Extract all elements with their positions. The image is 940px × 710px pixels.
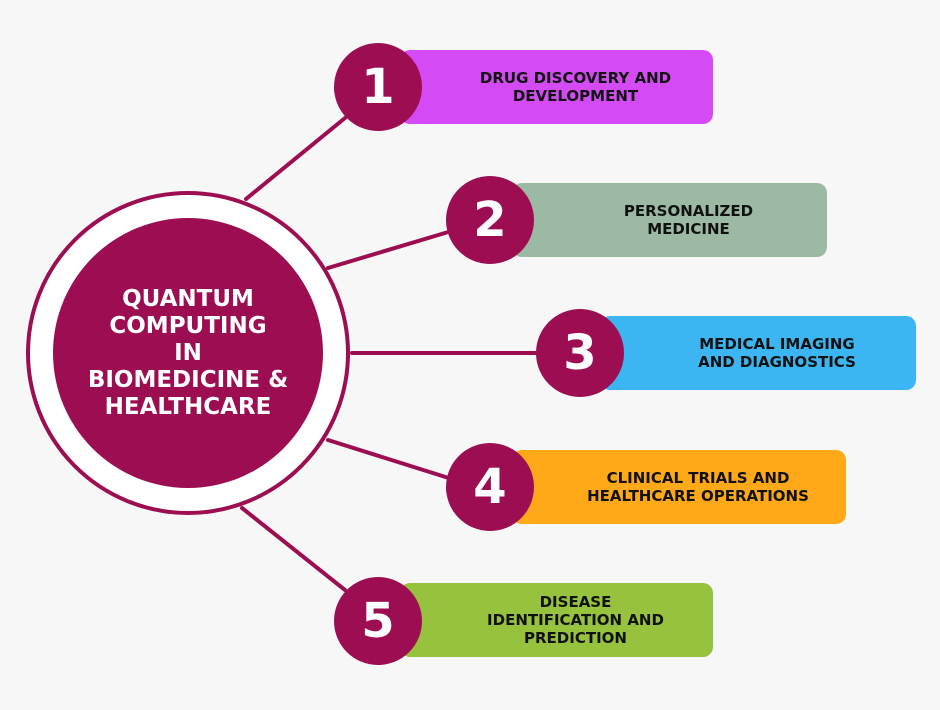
item-5-pill: DISEASE IDENTIFICATION AND PREDICTION	[400, 583, 713, 657]
item-1-number-badge: 1	[334, 43, 422, 131]
hub-circle: QUANTUM COMPUTING IN BIOMEDICINE & HEALT…	[53, 218, 323, 488]
item-label-line: DRUG DISCOVERY AND	[479, 69, 672, 87]
item-label-line: MEDICINE	[647, 220, 730, 238]
item-3-pill: MEDICAL IMAGING AND DIAGNOSTICS	[600, 316, 916, 390]
item-1-label: DRUG DISCOVERY AND DEVELOPMENT	[480, 69, 671, 105]
item-4-pill: CLINICAL TRIALS AND HEALTHCARE OPERATION…	[512, 450, 846, 524]
hub-title-line: IN	[174, 339, 202, 366]
connector-line-5	[240, 506, 347, 592]
item-5-label: DISEASE IDENTIFICATION AND PREDICTION	[487, 593, 664, 647]
connector-line-4	[326, 438, 457, 482]
item-label-line: DISEASE	[539, 593, 612, 611]
item-label-line: PERSONALIZED	[623, 202, 754, 220]
item-2-label: PERSONALIZED MEDICINE	[624, 202, 753, 238]
hub-title: QUANTUM COMPUTING IN BIOMEDICINE & HEALT…	[88, 286, 288, 421]
item-5-number-badge: 5	[334, 577, 422, 665]
item-label-line: MEDICAL IMAGING	[699, 335, 855, 353]
item-3-number-badge: 3	[536, 309, 624, 397]
item-label-line: IDENTIFICATION AND	[487, 611, 664, 629]
hub-title-line: QUANTUM	[122, 285, 254, 312]
item-2-number-badge: 2	[446, 176, 534, 264]
item-4-label: CLINICAL TRIALS AND HEALTHCARE OPERATION…	[587, 469, 809, 505]
connector-line-2	[326, 228, 457, 270]
hub-title-line: COMPUTING	[109, 312, 267, 339]
connector-line-1	[244, 116, 347, 201]
hub-title-line: HEALTHCARE	[104, 393, 272, 420]
item-label-line: DEVELOPMENT	[512, 87, 639, 105]
item-1-pill: DRUG DISCOVERY AND DEVELOPMENT	[400, 50, 713, 124]
item-label-line: AND DIAGNOSTICS	[698, 353, 856, 371]
item-3-label: MEDICAL IMAGING AND DIAGNOSTICS	[698, 335, 856, 371]
item-2-pill: PERSONALIZED MEDICINE	[512, 183, 827, 257]
hub-title-line: BIOMEDICINE &	[87, 366, 289, 393]
item-label-line: CLINICAL TRIALS AND	[606, 469, 790, 487]
item-label-line: HEALTHCARE OPERATIONS	[587, 487, 809, 505]
item-4-number-badge: 4	[446, 443, 534, 531]
item-label-line: PREDICTION	[524, 629, 627, 647]
